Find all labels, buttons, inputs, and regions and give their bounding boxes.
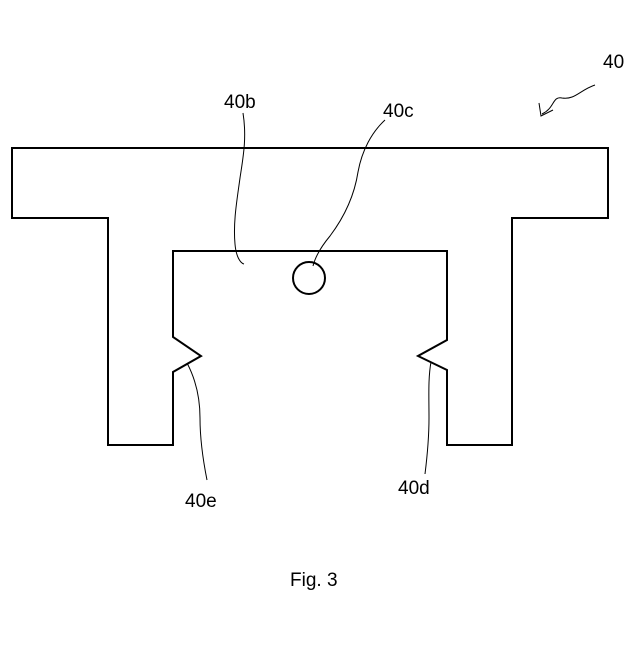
part-reference-arrow xyxy=(542,85,595,114)
hole-circle xyxy=(293,262,325,294)
right-notch-leader xyxy=(425,362,431,474)
right-notch-label: 40d xyxy=(398,478,430,499)
inner-wall-leader xyxy=(234,113,244,264)
left-notch-label: 40e xyxy=(185,491,217,512)
part-reference-arrowhead xyxy=(539,103,553,116)
left-notch-leader xyxy=(187,363,207,480)
hole-label: 40c xyxy=(383,101,414,122)
part-outline xyxy=(12,148,608,445)
hole-leader xyxy=(313,120,385,266)
part-label: 40 xyxy=(603,52,624,73)
inner-wall-label: 40b xyxy=(224,92,256,113)
figure-caption: Fig. 3 xyxy=(290,570,338,591)
